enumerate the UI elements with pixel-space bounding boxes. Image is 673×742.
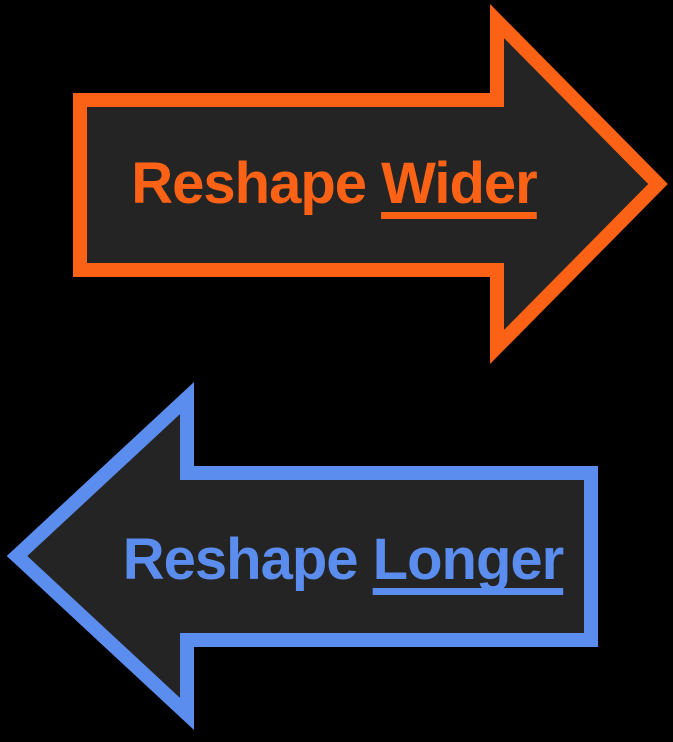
reshape-longer-label-prefix: Reshape [122, 527, 373, 592]
reshape-longer-label: Reshape Longer [123, 531, 564, 589]
reshape-wider-underlined-word: Wider [381, 151, 538, 216]
reshape-wider-label-prefix: Reshape [131, 151, 382, 216]
right-arrow-shape [73, 3, 668, 365]
left-arrow-shape [6, 381, 598, 731]
reshape-longer-underlined-word: Longer [372, 527, 565, 592]
reshape-wider-label: Reshape Wider [131, 155, 537, 213]
